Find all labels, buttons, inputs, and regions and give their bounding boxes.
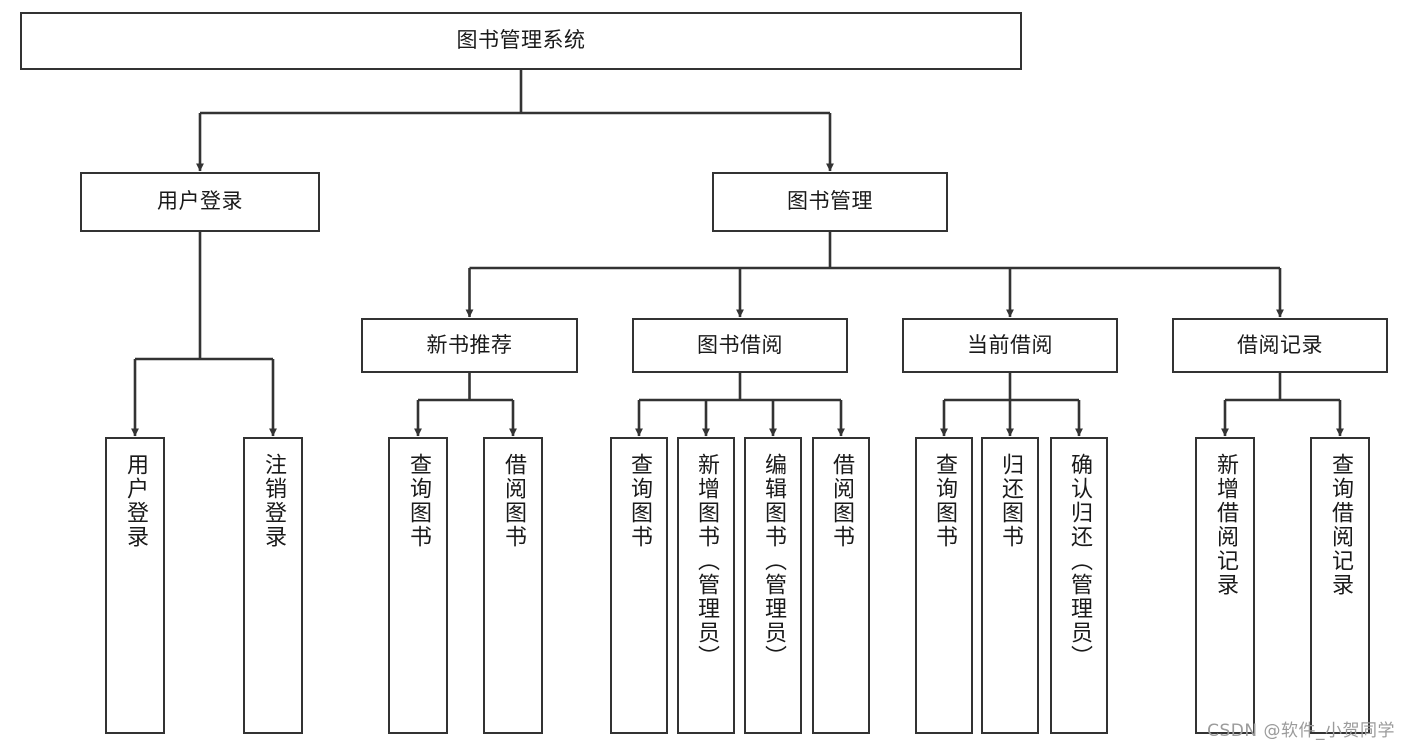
node-recommend-query-book-label: 查询图书: [406, 453, 431, 549]
node-current-confirm-return-label: 确认归还（管理员）: [1067, 453, 1092, 669]
node-recommend-borrow-book-label: 借阅图书: [501, 453, 526, 549]
node-borrow-lend-book-label: 借阅图书: [829, 453, 854, 549]
node-book-management[interactable]: 图书管理: [712, 172, 948, 232]
node-current-return-book[interactable]: 归还图书: [981, 437, 1039, 734]
node-borrow-record[interactable]: 借阅记录: [1172, 318, 1388, 373]
node-user-login-label: 用户登录: [157, 189, 243, 214]
node-book-borrow-label: 图书借阅: [697, 332, 783, 357]
node-current-borrow[interactable]: 当前借阅: [902, 318, 1118, 373]
node-current-confirm-return[interactable]: 确认归还（管理员）: [1050, 437, 1108, 734]
node-user-logout-leaf[interactable]: 注销登录: [243, 437, 303, 734]
node-new-book-recommend-label: 新书推荐: [426, 332, 513, 357]
node-borrow-edit-book-label: 编辑图书（管理员）: [761, 453, 786, 669]
node-borrow-query-book[interactable]: 查询图书: [610, 437, 668, 734]
node-new-book-recommend[interactable]: 新书推荐: [361, 318, 578, 373]
node-borrow-record-label: 借阅记录: [1237, 332, 1323, 357]
node-recommend-borrow-book[interactable]: 借阅图书: [483, 437, 543, 734]
node-borrow-add-book-label: 新增图书（管理员）: [694, 453, 719, 669]
node-current-query-book-label: 查询图书: [932, 453, 957, 549]
node-borrow-add-book[interactable]: 新增图书（管理员）: [677, 437, 735, 734]
node-borrow-edit-book[interactable]: 编辑图书（管理员）: [744, 437, 802, 734]
node-current-return-book-label: 归还图书: [998, 453, 1023, 549]
node-root-label: 图书管理系统: [456, 28, 586, 53]
node-book-management-label: 图书管理: [787, 189, 873, 214]
node-user-logout-leaf-label: 注销登录: [261, 453, 286, 549]
node-record-query[interactable]: 查询借阅记录: [1310, 437, 1370, 734]
node-record-add-label: 新增借阅记录: [1213, 453, 1238, 597]
node-borrow-lend-book[interactable]: 借阅图书: [812, 437, 870, 734]
node-book-borrow[interactable]: 图书借阅: [632, 318, 848, 373]
node-user-login-leaf[interactable]: 用户登录: [105, 437, 165, 734]
node-user-login[interactable]: 用户登录: [80, 172, 320, 232]
node-record-query-label: 查询借阅记录: [1328, 453, 1353, 597]
node-current-query-book[interactable]: 查询图书: [915, 437, 973, 734]
node-current-borrow-label: 当前借阅: [967, 332, 1053, 357]
node-borrow-query-book-label: 查询图书: [627, 453, 652, 549]
node-record-add[interactable]: 新增借阅记录: [1195, 437, 1255, 734]
node-recommend-query-book[interactable]: 查询图书: [388, 437, 448, 734]
node-user-login-leaf-label: 用户登录: [123, 453, 148, 549]
node-root[interactable]: 图书管理系统: [20, 12, 1022, 70]
